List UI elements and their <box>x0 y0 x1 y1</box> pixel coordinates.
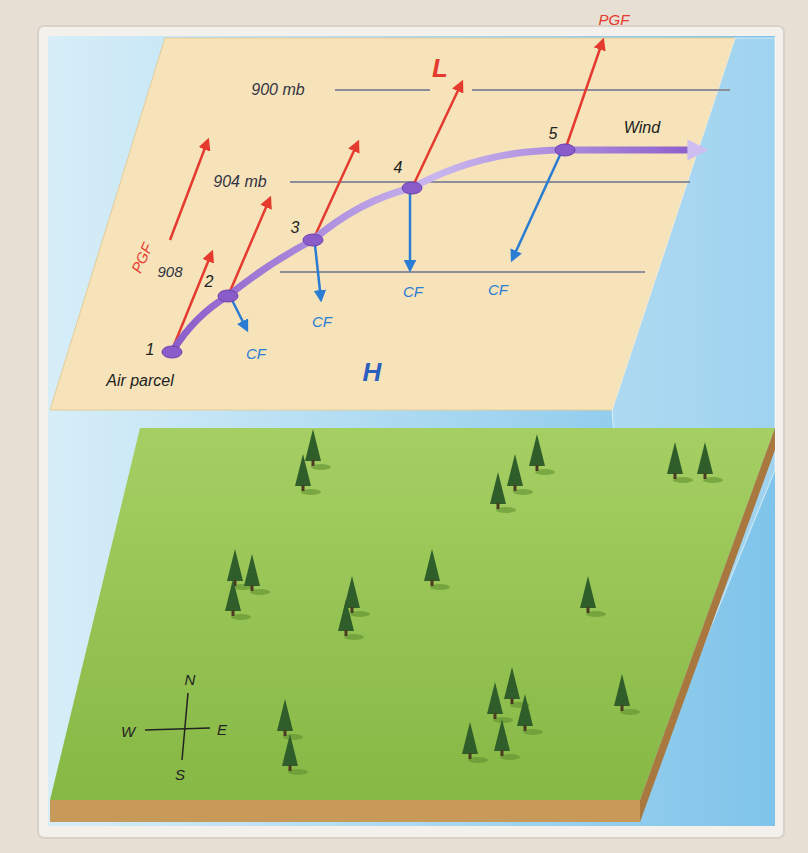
callout-number: 3 <box>291 219 300 237</box>
tree <box>424 549 450 590</box>
high-marker: H <box>363 358 382 387</box>
tree <box>305 429 331 470</box>
callout-number: 5 <box>549 125 558 143</box>
tree <box>580 576 606 617</box>
tree <box>697 442 723 483</box>
compass-letter: S <box>175 767 185 784</box>
tree <box>507 454 533 495</box>
isobar-label: 904 mb <box>213 173 266 191</box>
tree <box>529 434 555 475</box>
tree <box>667 442 693 483</box>
tree <box>490 472 516 513</box>
compass <box>145 693 210 760</box>
tree <box>282 734 308 775</box>
compass-letter: W <box>121 724 135 741</box>
low-marker: L <box>432 54 448 83</box>
tree <box>277 699 303 740</box>
ground-edge <box>50 800 640 822</box>
tree <box>244 554 270 595</box>
sky <box>48 36 775 826</box>
force-label: PGF <box>599 12 630 29</box>
frame <box>38 26 784 838</box>
tree <box>494 719 520 760</box>
tree <box>338 599 364 640</box>
compass-letter: E <box>217 722 227 739</box>
isobars <box>280 90 730 272</box>
force-label: PGF <box>128 241 156 276</box>
callout-number: 1 <box>146 341 155 359</box>
wind-path <box>172 150 700 352</box>
tree <box>295 454 321 495</box>
isobar-label: 900 mb <box>251 81 304 99</box>
tree <box>462 722 488 763</box>
force-label: CF <box>488 282 508 299</box>
tree <box>614 674 640 715</box>
wind-label: Wind <box>624 119 660 137</box>
trees <box>225 429 723 775</box>
isobar-label: 908 <box>157 264 182 281</box>
tree <box>225 579 251 620</box>
force-label: CF <box>312 314 332 331</box>
force-label: CF <box>246 346 266 363</box>
air-parcels <box>162 144 575 358</box>
compass-letter: N <box>185 672 196 689</box>
tree <box>517 694 543 735</box>
air-parcel-label: Air parcel <box>106 372 174 390</box>
cf-arrows <box>232 155 560 330</box>
ground-edge <box>640 428 775 822</box>
callout-number: 4 <box>394 159 403 177</box>
callout-number: 2 <box>205 273 214 291</box>
force-label: CF <box>403 284 423 301</box>
